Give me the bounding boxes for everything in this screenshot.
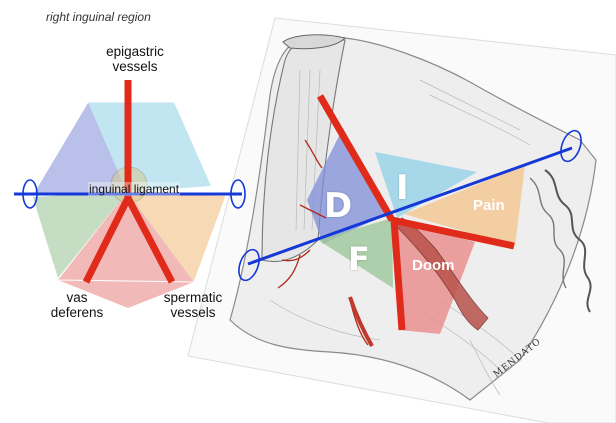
label-spermatic-line2: vessels — [148, 305, 238, 320]
label-vas-line2: deferens — [42, 305, 112, 320]
label-epigastric-line2: vessels — [80, 59, 190, 74]
label-vas-line1: vas — [42, 290, 112, 305]
zone-label-direct: D — [324, 186, 352, 226]
zone-label-indirect: I — [396, 168, 409, 208]
label-epigastric-vessels: epigastric vessels — [80, 44, 190, 74]
label-spermatic-line1: spermatic — [148, 290, 238, 305]
zone-label-doom: Doom — [412, 257, 455, 274]
label-vas-deferens: vas deferens — [42, 290, 112, 320]
label-spermatic-vessels: spermatic vessels — [148, 290, 238, 320]
region-title: right inguinal region — [46, 10, 151, 24]
zone-label-pain: Pain — [473, 197, 505, 214]
label-inguinal-ligament: inguinal ligament — [88, 182, 180, 196]
label-epigastric-line1: epigastric — [80, 44, 190, 59]
anatomy-illustration — [188, 18, 616, 423]
zone-label-femoral: F — [348, 240, 370, 278]
